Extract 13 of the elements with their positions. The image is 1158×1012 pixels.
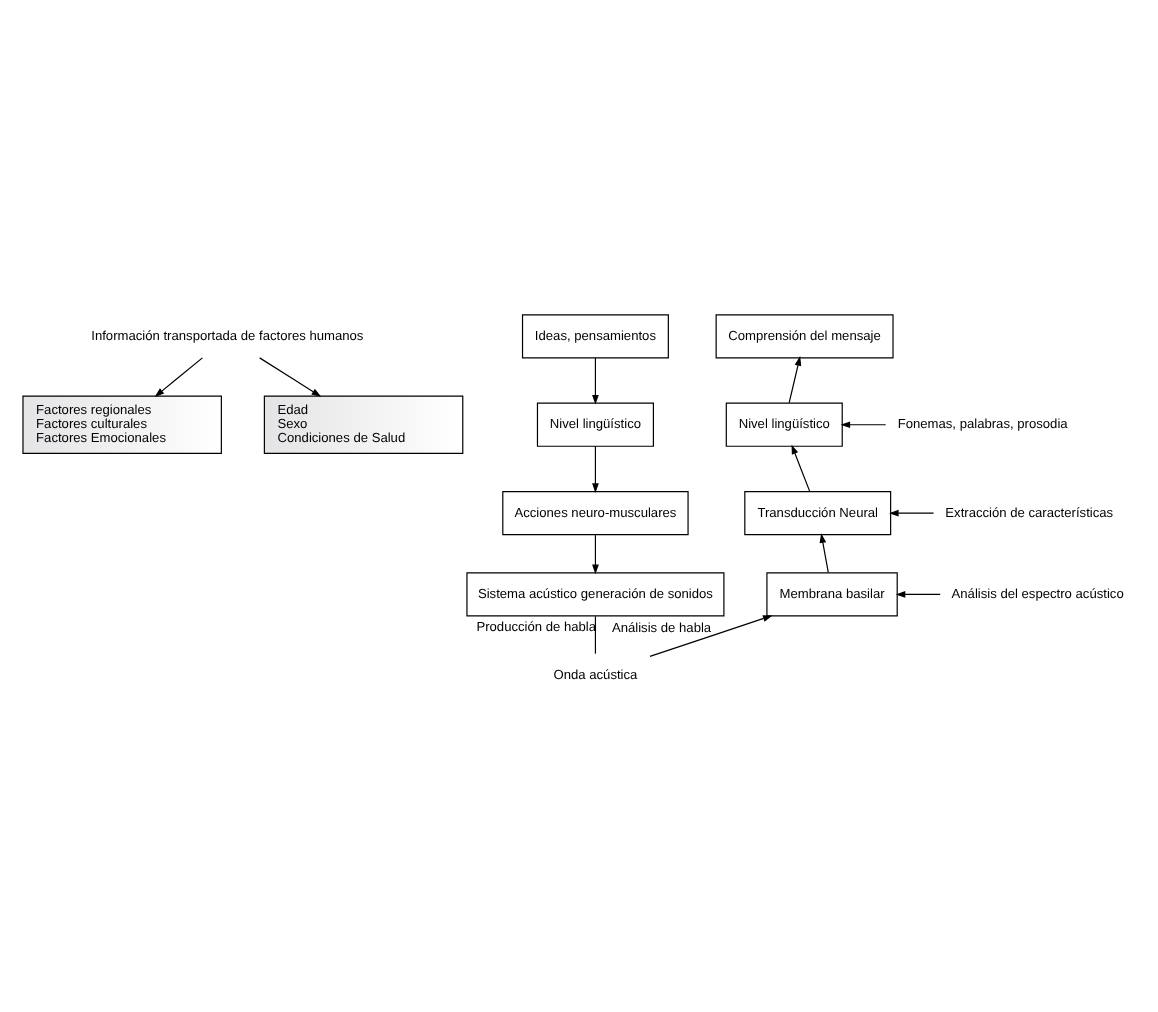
arrow xyxy=(259,357,322,397)
arrow xyxy=(819,533,829,573)
arrow xyxy=(592,357,599,405)
arrow xyxy=(154,357,203,397)
connector xyxy=(594,615,597,655)
arrow xyxy=(840,421,887,429)
arrow xyxy=(791,444,811,492)
arrow xyxy=(592,534,599,575)
arrow xyxy=(895,591,941,598)
arrow xyxy=(889,509,935,517)
arrow xyxy=(649,615,773,657)
arrow xyxy=(592,445,599,493)
arrow xyxy=(788,356,802,404)
